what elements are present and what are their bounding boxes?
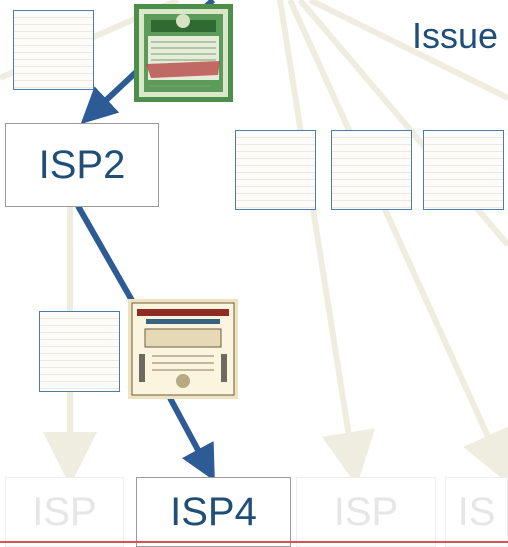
document-lower-left xyxy=(39,311,120,392)
bottom-red-line xyxy=(0,541,508,543)
document-top-left xyxy=(13,10,94,90)
node-isp-faded-left: ISP xyxy=(5,477,124,547)
node-isp2: ISP2 xyxy=(5,123,159,207)
node-label-isp-faded-right: IS xyxy=(457,490,496,534)
node-isp4: ISP4 xyxy=(136,477,291,547)
sepia-share-certificate xyxy=(128,299,238,399)
faded-edge-root-to-edge xyxy=(308,0,508,101)
document-middle-2 xyxy=(331,130,412,210)
faded-edge-root-to-middle xyxy=(277,0,376,486)
node-label-isp2: ISP2 xyxy=(38,143,126,187)
node-label-isp-faded-middle: ISP xyxy=(333,490,399,534)
document-middle-3 xyxy=(423,130,504,210)
faded-edge-root-to-right xyxy=(287,0,508,485)
document-middle-1 xyxy=(235,130,316,210)
node-isp-faded-middle: ISP xyxy=(296,477,436,547)
node-label-isp-faded-left: ISP xyxy=(32,490,97,534)
green-bond-certificate xyxy=(134,4,233,102)
faded-edges xyxy=(0,0,508,486)
node-label-isp4: ISP4 xyxy=(170,490,257,534)
issuer-label: Issue xyxy=(412,15,499,56)
node-isp-faded-right: IS xyxy=(445,477,508,547)
active-edge-cert-to-isp4 xyxy=(167,396,215,482)
